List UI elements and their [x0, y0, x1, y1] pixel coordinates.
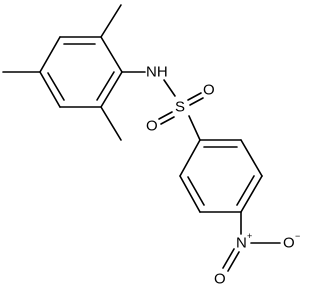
nitro-oxygen-right-label: O [283, 235, 295, 252]
s-c-bond [188, 115, 201, 141]
ring-a-bond-6-inner [96, 71, 115, 101]
n-s-bond [163, 79, 176, 97]
sulfonyl-oxygen-upper-label: O [203, 82, 215, 99]
ring-a-bond-3 [39, 36, 61, 73]
methyl-bond-bottom [100, 106, 122, 141]
nitro-nitrogen-charge: + [247, 231, 252, 241]
s-o-upper-bond-b [189, 97, 204, 106]
n-o-left-bond-a [222, 248, 235, 269]
ring-b-bond-5-inner [187, 176, 205, 206]
ring-a-bond-6 [100, 71, 123, 108]
ring-a-bond-4-inner [47, 72, 65, 101]
sulfonamide-linkage: NH S O O [121, 64, 215, 141]
ring-b-bond-6 [179, 139, 201, 177]
sulfonyl-oxygen-lower-label: O [146, 118, 158, 135]
ring-a-bond-1 [100, 36, 123, 73]
nitrophenyl-ring [179, 139, 263, 213]
n-o-left-bond-b [227, 251, 240, 272]
sulfur-label: S [175, 99, 185, 116]
nitro-group: N + O O − [214, 211, 300, 288]
nitro-nitrogen-label: N [236, 235, 247, 252]
nitro-oxygen-charge: − [295, 231, 300, 241]
nitro-oxygen-left-label: O [214, 271, 226, 288]
s-o-lower-bond-b [160, 116, 175, 125]
s-o-lower-bond-a [158, 111, 173, 120]
ring-b-bond-5 [179, 175, 201, 213]
methyl-bond-top [100, 4, 122, 38]
ring-b-bond-2 [240, 139, 263, 177]
mesityl-ring [39, 36, 123, 108]
nh-label: NH [146, 64, 168, 81]
s-o-upper-bond-a [187, 92, 202, 101]
ring-a-bond-4 [39, 71, 61, 108]
ring-b-bond-3-inner [236, 175, 255, 206]
methyl-groups [2, 4, 122, 141]
ring-b-bond-3 [240, 175, 263, 213]
